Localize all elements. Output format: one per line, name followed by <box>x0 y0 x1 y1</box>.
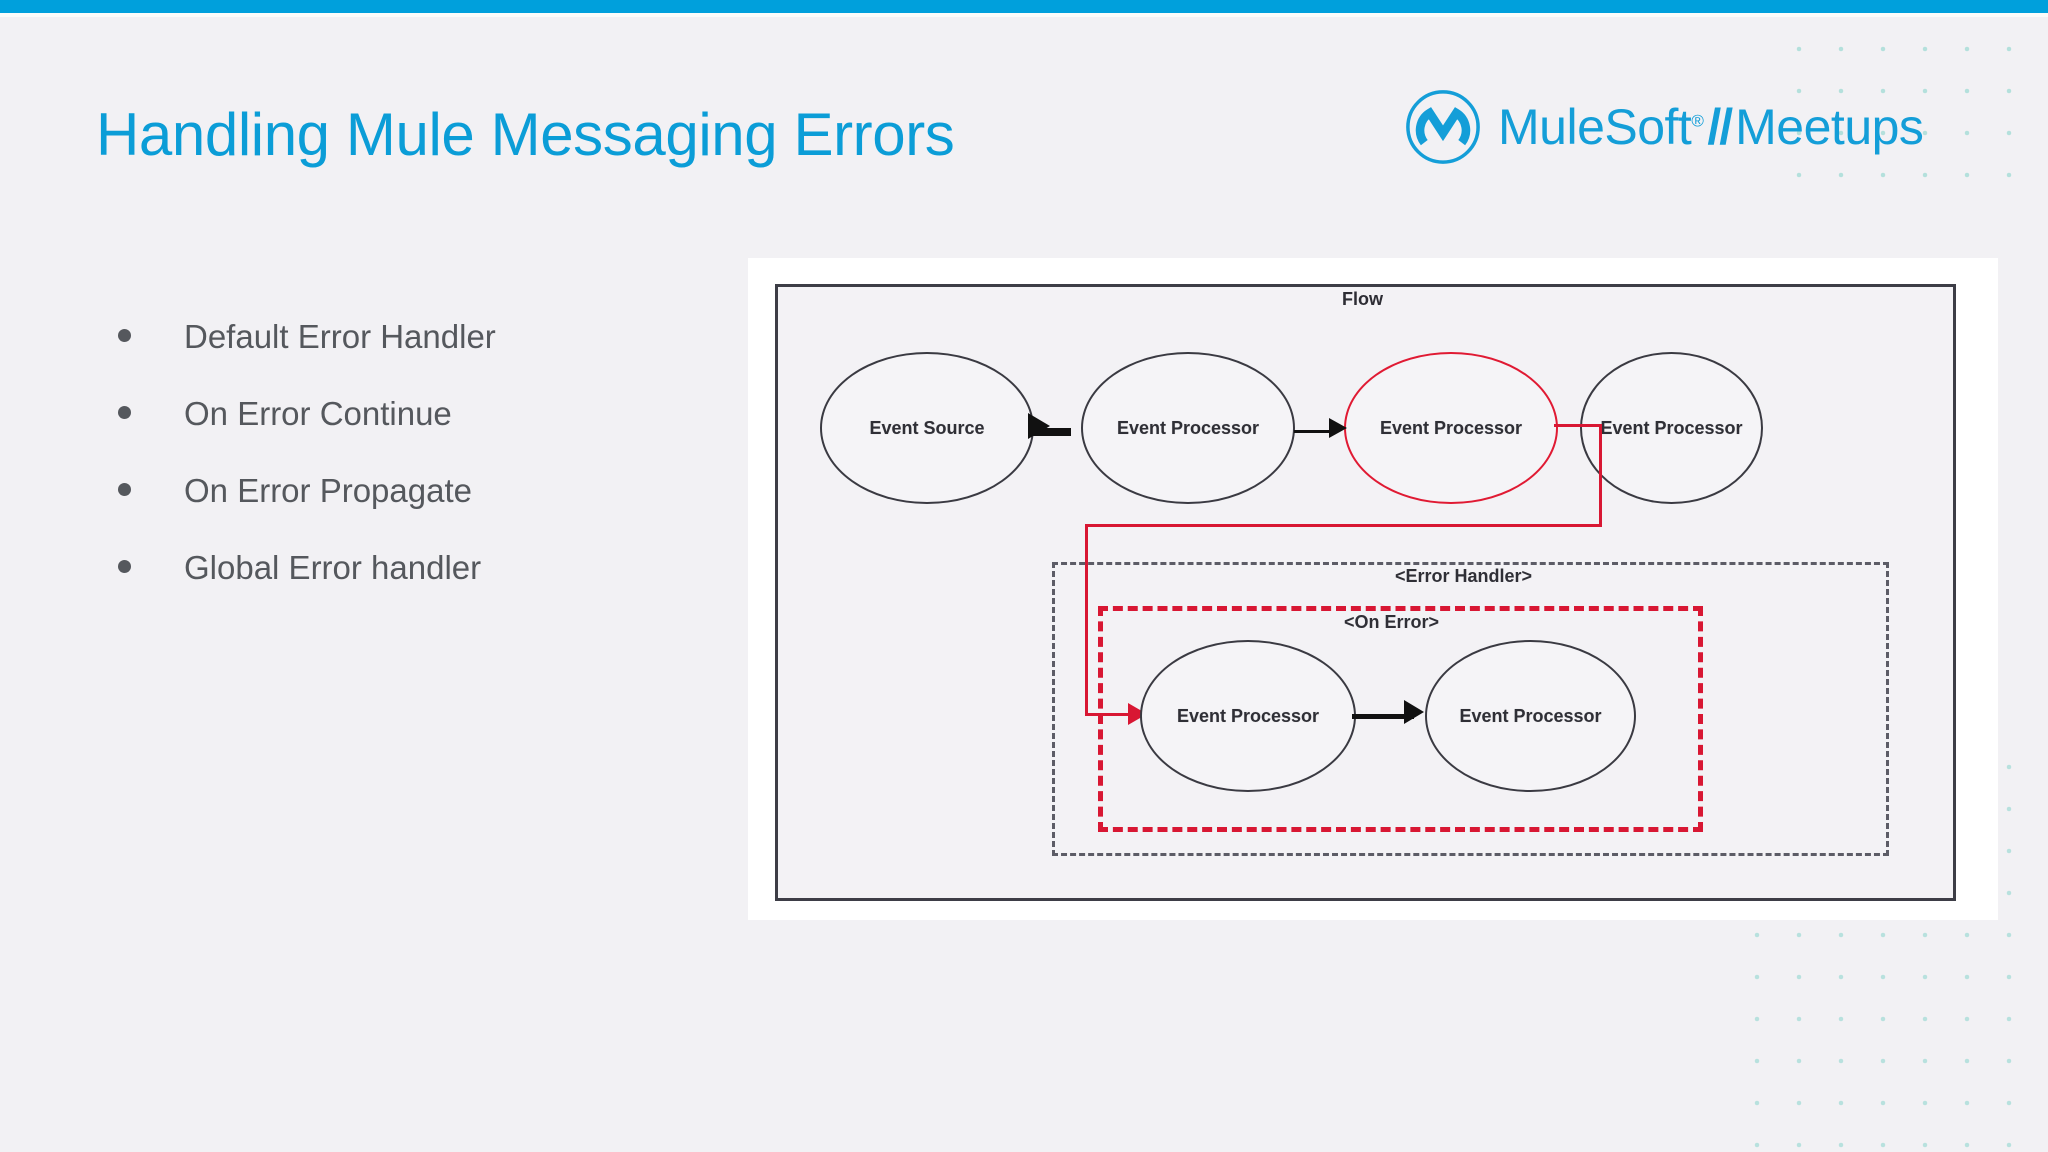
bullet-dot-icon <box>118 406 131 419</box>
bullet-dot-icon <box>118 560 131 573</box>
error-path-segment-top <box>1554 424 1602 427</box>
node-label: Event Processor <box>1176 705 1320 726</box>
bullet-label: On Error Continue <box>184 395 452 432</box>
bullet-label: Global Error handler <box>184 549 482 586</box>
node-error-processor-2: Event Processor <box>1425 640 1636 792</box>
error-handler-label: <Error Handler> <box>1395 566 1533 586</box>
node-event-source: Event Source <box>820 352 1034 504</box>
on-error-container <box>1098 606 1703 832</box>
error-handler-container <box>1052 562 1889 856</box>
top-accent-underline <box>0 13 2048 17</box>
brand-trademark: ® <box>1691 111 1704 131</box>
node-error-processor-1: Event Processor <box>1140 640 1356 792</box>
error-path-segment-bottom <box>1085 524 1602 527</box>
error-path-segment-left <box>1085 524 1088 716</box>
node-label: Event Processor <box>1379 417 1523 438</box>
flow-label: Flow <box>1342 289 1383 309</box>
node-event-processor-4: Event Processor <box>1580 352 1763 504</box>
error-path-segment-into-handler <box>1085 713 1141 716</box>
arrow-head-icon <box>1329 418 1347 438</box>
brand-text: MuleSoft®//Meetups <box>1498 98 1924 156</box>
list-item: Global Error handler <box>118 549 738 626</box>
brand-separator: // <box>1707 99 1733 155</box>
brand-product: Meetups <box>1735 99 1924 155</box>
arrow-processor1-to-error-processor <box>1294 430 1336 433</box>
on-error-label: <On Error> <box>1344 612 1440 632</box>
list-item: Default Error Handler <box>118 318 738 395</box>
bullet-dot-icon <box>118 329 131 342</box>
node-label: Event Processor <box>1116 417 1260 438</box>
arrow-head-icon <box>1404 700 1424 724</box>
bullet-label: On Error Propagate <box>184 472 472 509</box>
node-event-processor-1: Event Processor <box>1081 352 1295 504</box>
brand-name: MuleSoft <box>1498 99 1692 155</box>
node-label: Event Processor <box>1459 705 1602 726</box>
bullet-list: Default Error Handler On Error Continue … <box>118 318 738 626</box>
bullet-dot-icon <box>118 483 131 496</box>
node-label: Event Processor <box>1600 417 1743 438</box>
arrow-head-icon <box>1028 413 1050 439</box>
page-title: Handling Mule Messaging Errors <box>96 101 955 168</box>
top-accent-bar <box>0 0 2048 13</box>
node-event-processor-error: Event Processor <box>1344 352 1558 504</box>
arrow-error-processor1-to-2 <box>1352 714 1414 719</box>
node-label: Event Source <box>869 417 985 438</box>
list-item: On Error Propagate <box>118 472 738 549</box>
brand-lockup: MuleSoft®//Meetups <box>1404 88 1924 166</box>
arrow-source-to-processor1 <box>1031 428 1071 436</box>
error-path-segment-right <box>1599 424 1602 527</box>
list-item: On Error Continue <box>118 395 738 472</box>
mulesoft-circle-m-icon <box>1404 88 1482 166</box>
bullet-label: Default Error Handler <box>184 318 496 355</box>
